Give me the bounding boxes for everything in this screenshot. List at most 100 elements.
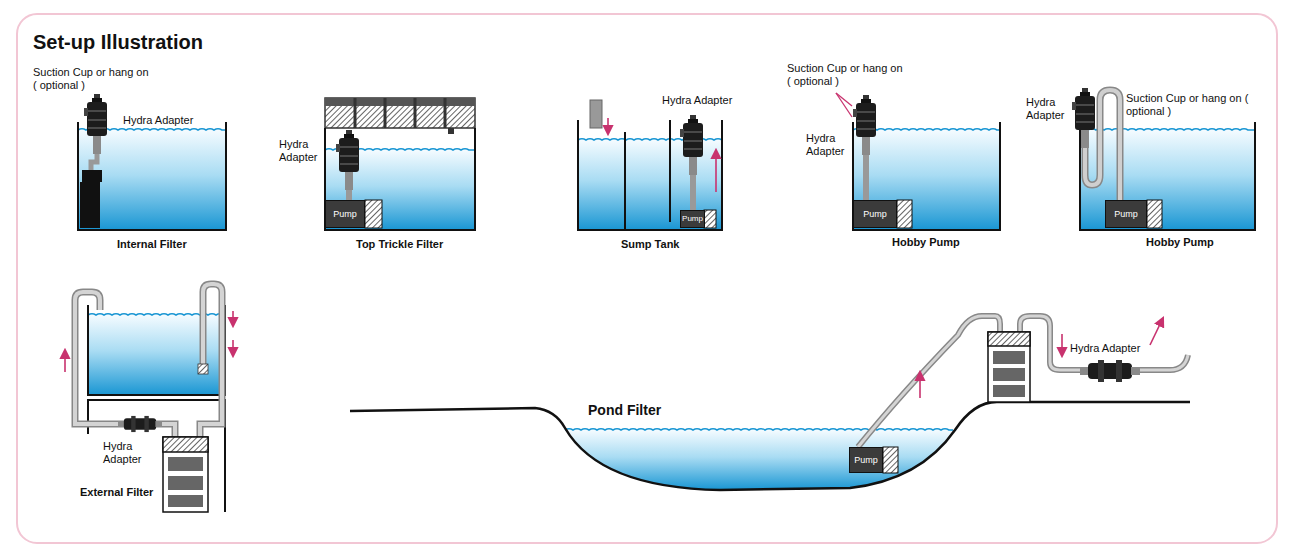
hobby-pump-tank: [836, 93, 1000, 230]
hobby-pump-tank-part: [853, 95, 876, 155]
callout-label: Hydra Adapter: [1070, 342, 1140, 355]
pump-label: Pump: [333, 209, 357, 220]
callout-label: Hydra Adapter: [806, 132, 852, 158]
top-trickle-tank-part: [354, 98, 357, 128]
hobby-pump-tank-part: [863, 150, 869, 202]
sump-tank-part: [680, 115, 703, 175]
pond-setup-part: [1080, 360, 1140, 382]
pond-setup-part: [858, 316, 1000, 447]
callout-label: Hydra Adapter: [279, 138, 325, 164]
top-trickle-tank-part: [384, 98, 387, 128]
pond-setup-part: [993, 351, 1025, 364]
pump-box: Pump: [325, 200, 365, 228]
pond-setup-part: [993, 385, 1025, 397]
top-trickle-tank: [325, 98, 475, 230]
callout-label: Suction Cup or hang on ( optional ): [787, 62, 909, 88]
top-trickle-tank-part: [444, 98, 447, 128]
frame: [17, 14, 1277, 543]
pond-setup: [350, 316, 1190, 490]
sump-tank-part: [715, 150, 717, 192]
top-trickle-tank-part: [336, 130, 359, 190]
callout-label: Hydra Adapter: [103, 440, 149, 466]
pond-setup-part: [565, 430, 953, 490]
sump-tank: [578, 100, 722, 230]
top-trickle-tank-part: [325, 128, 475, 230]
pump-label: Pump: [1114, 209, 1138, 220]
callout-label: Hydra Adapter: [662, 94, 732, 107]
external-filter-setup-part: [64, 350, 66, 372]
pond-setup-part: [858, 316, 1000, 447]
top-trickle-tank-part: [365, 200, 382, 228]
internal-filter-tank-part: [80, 182, 100, 228]
external-filter-setup-part: [163, 437, 208, 512]
callout-label: Suction Cup or hang on ( optional ): [33, 66, 155, 92]
callout-label: Hydra Adapter: [123, 114, 193, 127]
pond-setup-part: [1061, 334, 1063, 356]
hobby-pump-tank-part: [853, 122, 1000, 230]
hobby-pump-tank-part: [1072, 88, 1095, 148]
top-trickle-tank-part: [325, 98, 475, 106]
pump-box: Pump: [680, 210, 705, 228]
pump-box: Pump: [853, 200, 897, 228]
pump-box: Pump: [1105, 200, 1147, 228]
external-filter-setup-part: [168, 457, 203, 471]
top-trickle-tank-part: [325, 98, 475, 128]
pond-setup-part: [993, 368, 1025, 381]
pond-setup-part: [988, 332, 1030, 346]
external-filter-setup-part: [232, 311, 234, 326]
hobby-pump-tank-part: [836, 93, 852, 117]
sump-tank-part: [607, 118, 609, 134]
sump-tank-part: [704, 210, 716, 228]
internal-filter-tank: [78, 94, 226, 230]
pump-box: Pump: [849, 447, 883, 473]
caption-label: Sump Tank: [621, 238, 679, 251]
pond-setup-part: [565, 429, 953, 430]
external-filter-setup-part: [200, 284, 222, 437]
caption-label: Internal Filter: [117, 238, 187, 251]
hobby-pump-tank-part: [1147, 200, 1162, 228]
caption-label: Pond Filter: [588, 402, 661, 419]
sump-tank-part: [624, 132, 626, 230]
caption-label: External Filter: [80, 486, 153, 499]
internal-filter-tank-part: [82, 170, 102, 182]
callout-label: Hydra Adapter: [1026, 96, 1072, 122]
callout-label: Suction Cup or hang on ( optional ): [1126, 92, 1251, 118]
sump-tank-part: [590, 100, 602, 128]
top-trickle-tank-part: [414, 98, 417, 128]
pond-setup-part: [1138, 355, 1188, 370]
pond-setup-part: [988, 332, 1030, 402]
pump-label: Pump: [863, 209, 887, 220]
hobby-pump-tank-part: [897, 200, 912, 228]
pond-setup-part: [1138, 355, 1188, 370]
hobby-pump-tank-part: [1080, 122, 1255, 230]
hobby-pump-tank-part: [1080, 130, 1255, 230]
caption-label: Hobby Pump: [1146, 236, 1214, 249]
pond-setup-part: [1150, 318, 1163, 345]
pond-setup-part: [883, 447, 898, 473]
pond-setup-part: [919, 372, 921, 398]
hobby-pump-tank: [1072, 88, 1255, 230]
pump-label: Pump: [854, 455, 878, 466]
pump-label: Pump: [682, 214, 703, 224]
pond-setup-part: [350, 402, 1190, 490]
hobby-pump-tank-part: [853, 130, 1000, 230]
external-filter-setup-part: [198, 364, 208, 374]
sump-tank-part: [690, 173, 696, 211]
external-filter-setup-part: [200, 284, 222, 437]
external-filter-setup-part: [75, 292, 175, 437]
caption-label: Hobby Pump: [892, 236, 960, 249]
external-filter-setup: [65, 284, 233, 512]
external-filter-setup-part: [168, 495, 203, 507]
external-filter-setup-part: [75, 292, 175, 437]
top-trickle-tank-part: [448, 128, 454, 134]
internal-filter-tank-part: [91, 152, 97, 172]
external-filter-setup-part: [163, 437, 208, 452]
external-filter-setup-part: [118, 416, 162, 432]
caption-label: Top Trickle Filter: [356, 238, 443, 251]
external-filter-setup-part: [168, 476, 203, 490]
external-filter-setup-part: [232, 340, 234, 356]
hobby-pump-tank-part: [1080, 129, 1255, 130]
sump-tank-part: [669, 120, 671, 222]
